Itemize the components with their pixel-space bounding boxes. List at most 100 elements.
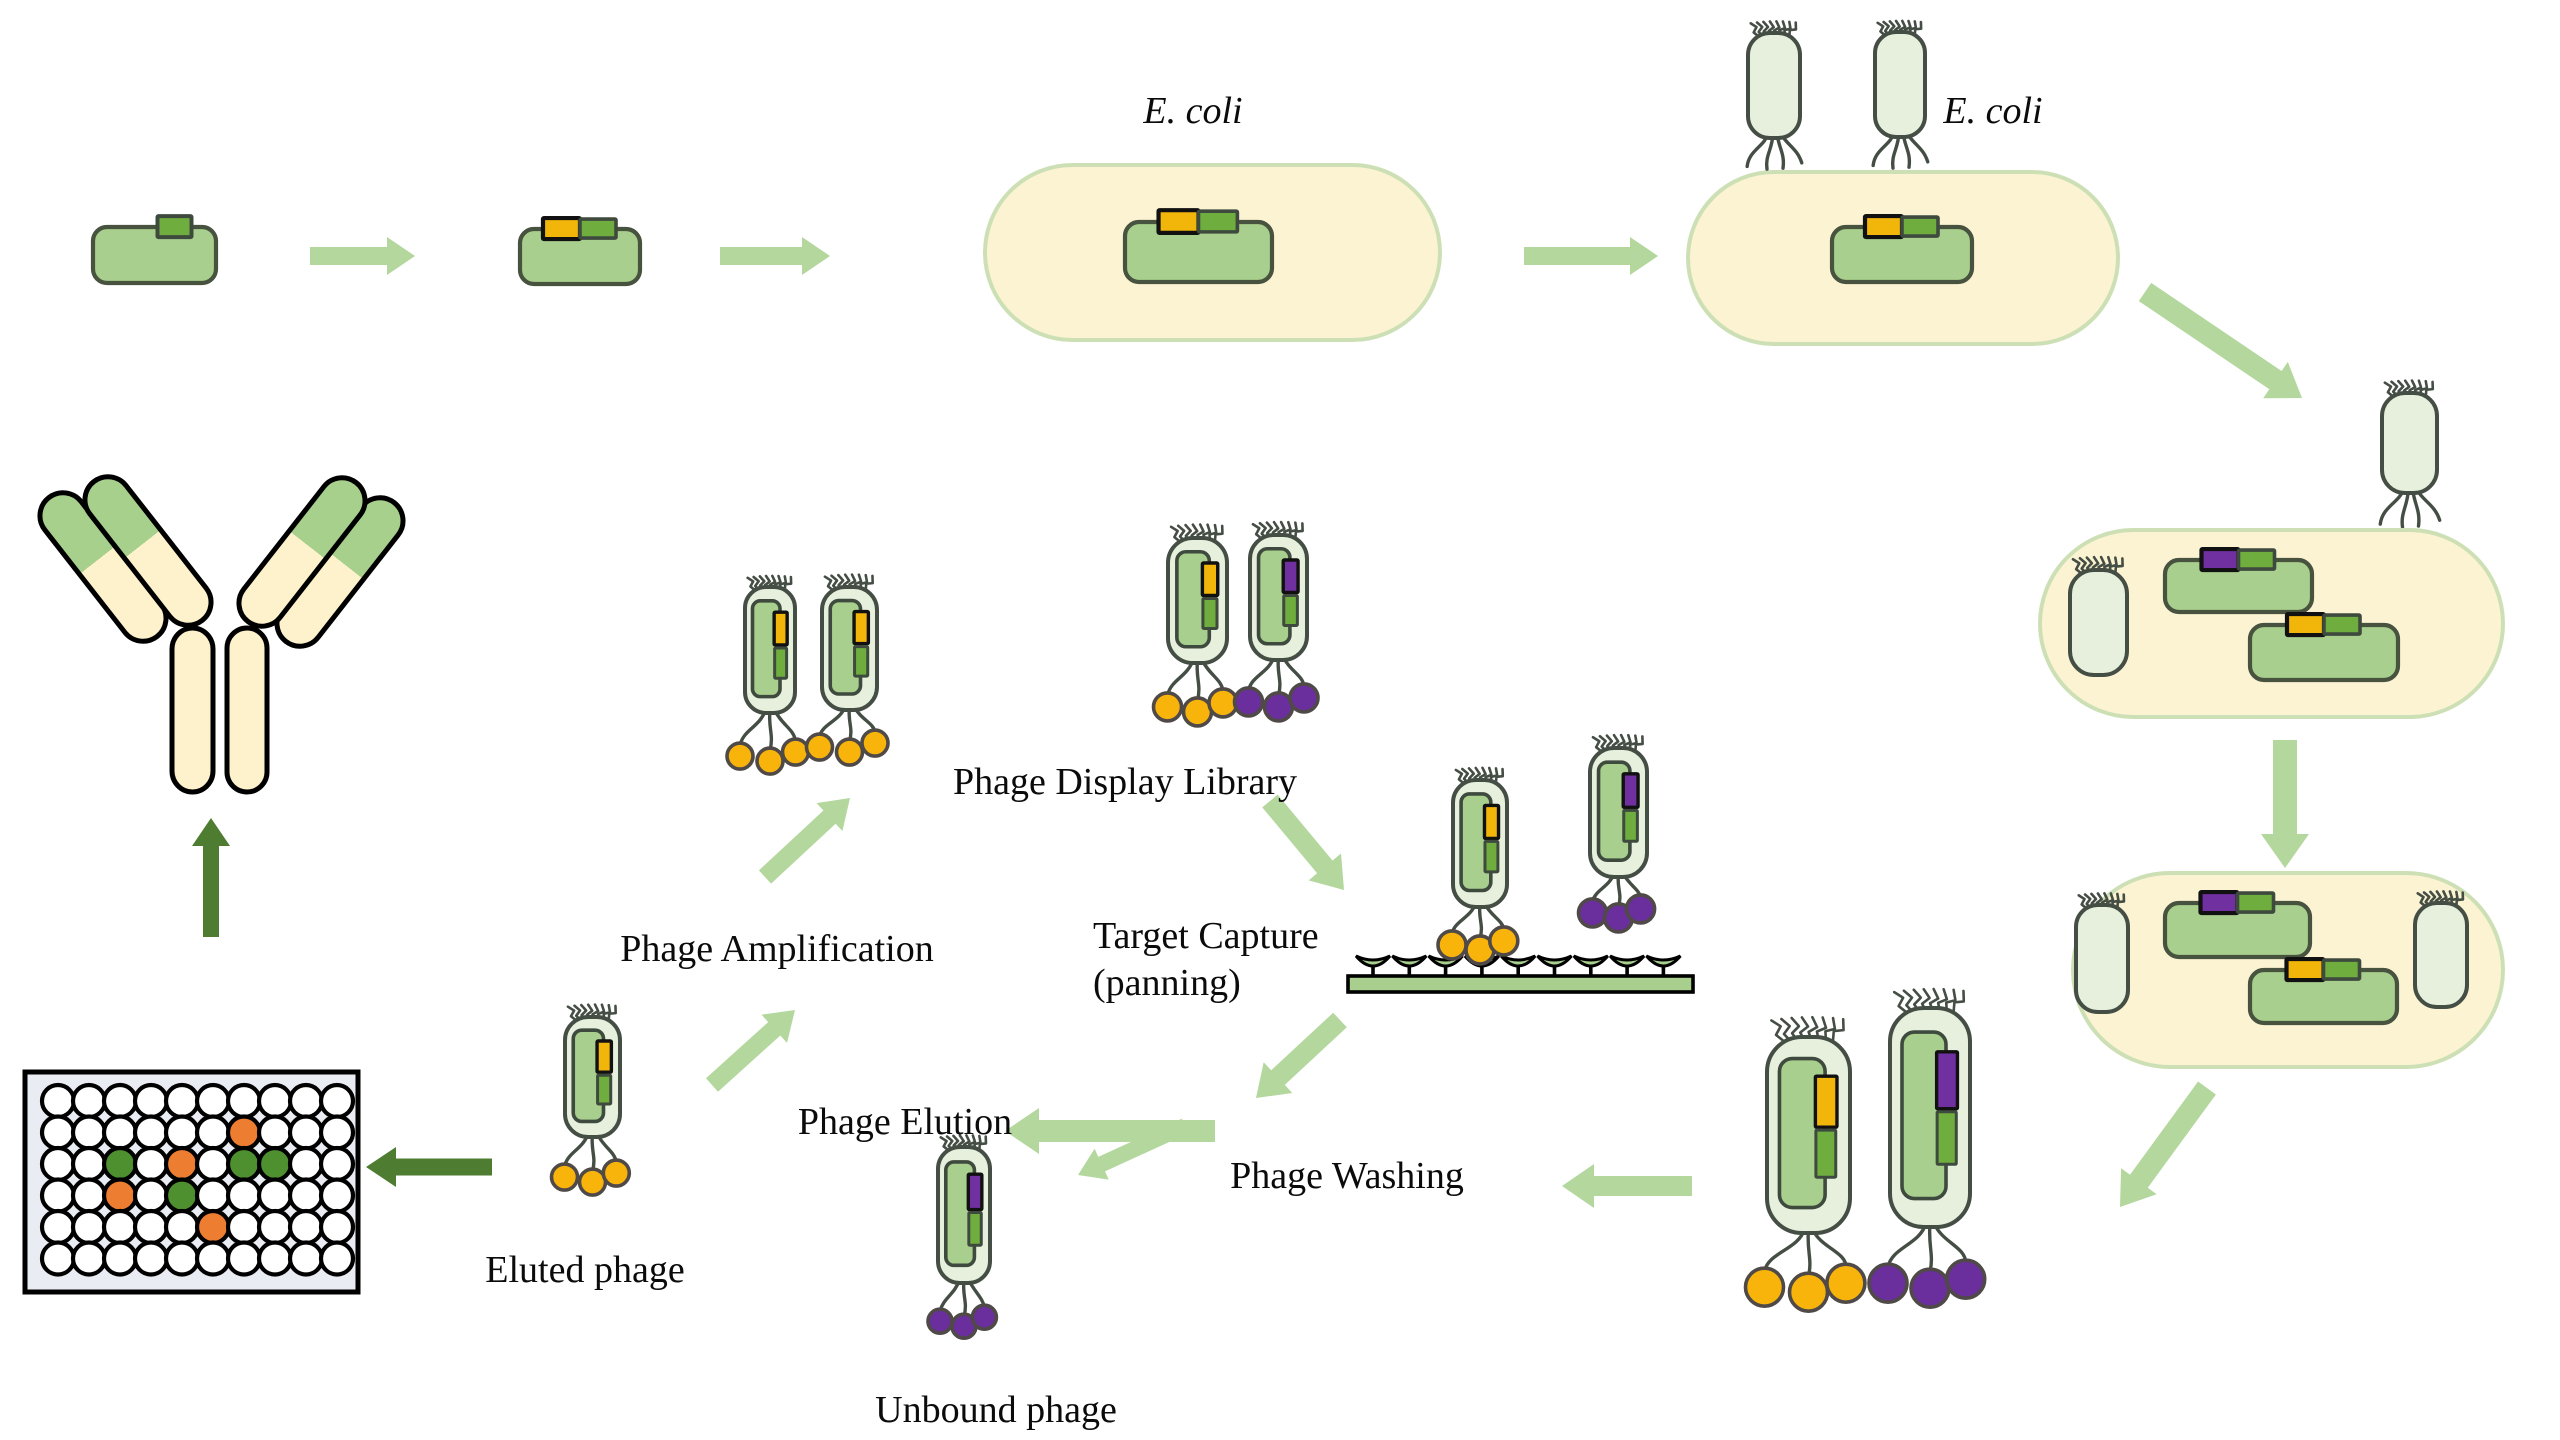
phage-elution-label: Phage Elution — [798, 1101, 1012, 1143]
arrow-library-to-panning — [1262, 794, 1344, 890]
well-positive-green — [225, 1145, 263, 1183]
displayed-peptide-ball — [860, 728, 890, 758]
assembling-phage-2 — [2074, 892, 2130, 1014]
well-empty — [194, 1145, 232, 1183]
well-empty — [318, 1208, 356, 1246]
well-empty — [256, 1240, 294, 1277]
flow-arrows — [192, 237, 2309, 1208]
arrow-to-unbound — [1078, 1118, 1189, 1180]
well-empty — [318, 1114, 356, 1151]
helper-phage-1 — [1745, 20, 1804, 171]
phage-display-library-phages — [1151, 520, 1320, 728]
amplified-phage-2 — [804, 573, 890, 767]
well-empty — [70, 1177, 108, 1214]
displayed-peptide-ball — [725, 741, 755, 771]
well-empty — [318, 1082, 356, 1120]
well-empty — [287, 1208, 325, 1246]
ecoli-cell-phage-production-2 — [2071, 871, 2505, 1069]
target-receptor-icon — [1500, 954, 1537, 968]
well-empty — [225, 1240, 263, 1277]
target-capture-surface — [1346, 733, 1695, 994]
washing-phages — [1743, 987, 1987, 1313]
well-empty — [39, 1082, 77, 1120]
library-phage-purple — [1232, 520, 1320, 723]
well-empty — [225, 1082, 263, 1120]
free-phage-particle — [2378, 379, 2442, 529]
well-positive-orange — [225, 1114, 263, 1151]
displayed-peptide-ball — [1232, 686, 1265, 718]
arrow-to-washing — [2120, 1081, 2216, 1207]
displayed-peptide-ball — [834, 737, 865, 767]
well-empty — [70, 1240, 108, 1277]
target-receptor-icon — [1608, 954, 1646, 968]
arrow-to-elution — [1005, 1108, 1215, 1154]
well-empty — [132, 1240, 170, 1277]
well-empty — [256, 1082, 294, 1120]
well-empty — [194, 1114, 232, 1151]
displayed-peptide-ball — [1288, 682, 1320, 714]
plasmid-vector-body — [90, 214, 219, 286]
ecoli-cell-phage-production-1 — [2038, 528, 2505, 719]
arrow-panning-down — [1256, 1012, 1347, 1098]
well-empty — [101, 1114, 139, 1151]
well-empty — [225, 1208, 263, 1246]
displayed-peptide-ball — [1576, 897, 1609, 929]
amplified-phage-1 — [725, 574, 811, 776]
well-empty — [256, 1114, 294, 1151]
arrow-phage-release — [2138, 282, 2302, 399]
well-empty — [194, 1177, 232, 1214]
displayed-peptide-ball — [804, 732, 835, 762]
displayed-peptide-ball — [1867, 1262, 1909, 1304]
well-empty — [287, 1145, 325, 1183]
unbound-phage-icon — [926, 1134, 999, 1340]
displayed-peptide-ball — [1624, 893, 1657, 925]
displayed-peptide-ball — [549, 1162, 580, 1192]
well-empty — [70, 1082, 108, 1120]
plasmid-insert-body — [517, 215, 643, 287]
well-empty — [287, 1240, 325, 1277]
unbound-phage-figure — [926, 1134, 999, 1340]
arrow-transformation — [720, 237, 830, 275]
96-well-plate — [22, 1069, 361, 1295]
displayed-peptide-ball — [1825, 1262, 1867, 1304]
panning-plate-bar — [1346, 974, 1695, 994]
displayed-peptide-ball — [1944, 1258, 1987, 1300]
phage-display-library-label: Phage Display Library — [953, 761, 1297, 803]
arrow-insert-ligation — [310, 237, 415, 275]
target-receptor-icon — [1391, 954, 1428, 968]
well-positive-green — [256, 1145, 294, 1183]
plasmid-purple-in-ecoli-3 — [2162, 546, 2315, 615]
well-positive-orange — [101, 1177, 139, 1214]
displayed-peptide-ball — [1436, 929, 1468, 961]
plasmid-in-ecoli-1 — [1122, 208, 1275, 285]
well-positive-green — [163, 1177, 201, 1214]
well-empty — [163, 1082, 201, 1120]
displayed-peptide-ball — [1488, 925, 1520, 957]
ecoli-cell-infected — [1686, 19, 2120, 346]
well-positive-green — [101, 1145, 139, 1183]
antibody-arm-right-inner — [236, 475, 368, 629]
well-empty — [132, 1208, 170, 1246]
displayed-peptide-ball — [1743, 1266, 1786, 1308]
well-empty — [194, 1240, 232, 1277]
well-empty — [163, 1208, 201, 1246]
washing-phage-purple — [1867, 987, 1987, 1309]
arrow-eluted-to-amplification — [706, 1010, 795, 1092]
well-empty — [163, 1240, 201, 1277]
assembling-phage-3 — [2413, 890, 2469, 1009]
antibody-arm-left-inner — [82, 474, 214, 628]
target-capture-label-line2: (panning) — [1093, 962, 1241, 1004]
unbound-phage-purple-panning — [1576, 733, 1657, 934]
well-empty — [70, 1145, 108, 1183]
plasmid-orange-in-ecoli-4 — [2247, 956, 2400, 1026]
displayed-peptide-ball — [926, 1307, 954, 1335]
bound-phage-orange — [1436, 766, 1520, 966]
ecoli-label-1: E. coli — [1142, 90, 1242, 132]
arrow-amplification-up — [758, 798, 850, 884]
well-positive-orange — [163, 1145, 201, 1183]
well-empty — [287, 1114, 325, 1151]
well-positive-orange — [194, 1208, 232, 1246]
ecoli-cell-transformed — [983, 163, 1442, 342]
arrow-plate-to-antibody — [192, 818, 230, 937]
